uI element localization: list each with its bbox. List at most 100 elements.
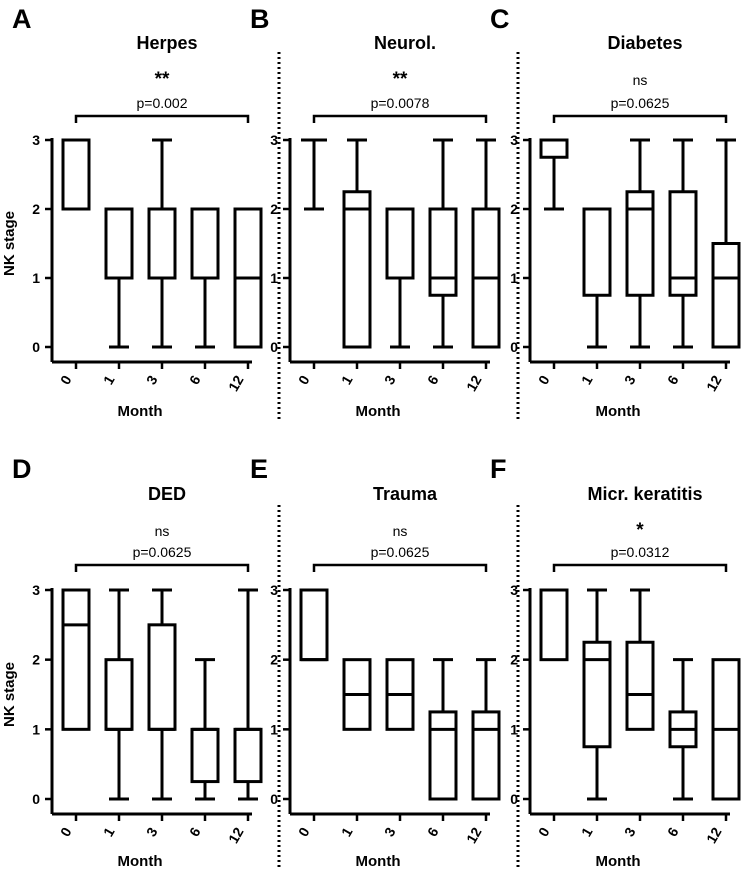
x-tick-label: 1 [338,824,356,839]
box-3 [625,138,655,349]
box-iqr [104,207,134,280]
y-tick-label: 3 [270,132,278,148]
y-tick-label: 3 [32,132,40,148]
x-tick-label: 12 [463,824,485,846]
x-axis-title: Month [118,853,163,869]
y-tick-label: 0 [32,791,40,807]
panel-letter: A [12,4,32,34]
x-tick-label: 6 [664,824,682,839]
x-tick-label: 12 [703,824,725,846]
comparison-bracket [74,114,250,123]
x-tick-label: 0 [295,372,313,387]
y-axis-title: NK stage [1,211,18,276]
x-tick-label: 6 [186,824,204,839]
box-3 [147,588,177,801]
significance-label: * [636,520,644,541]
box-0 [539,588,569,662]
box-6 [668,138,698,349]
x-axis-title: Month [356,403,401,420]
panel-title: Herpes [136,33,197,53]
box-1 [582,207,612,349]
panel-letter: D [12,454,32,484]
y-tick-label: 1 [510,270,518,286]
box-iqr [582,640,612,749]
box-3 [625,588,655,731]
box-iqr [385,207,415,280]
comparison-bracket [552,114,728,123]
box-iqr [625,640,655,731]
box-12 [471,658,501,801]
x-axis-title: Month [356,853,401,869]
significance-label: ** [393,69,408,90]
box-12 [471,138,501,349]
box-iqr [61,588,91,731]
panel-letter: F [490,454,507,484]
x-axis-title: Month [596,403,641,420]
y-tick-label: 0 [510,791,518,807]
y-tick-label: 2 [270,652,278,668]
x-tick-label: 3 [621,824,639,839]
p-value-label: p=0.0625 [611,95,670,111]
x-tick-label: 0 [535,372,553,387]
box-iqr [147,207,177,280]
x-tick-label: 3 [381,824,399,839]
p-value-label: p=0.0625 [133,544,192,560]
p-value-label: p=0.002 [137,95,188,111]
x-tick-label: 3 [143,372,161,387]
x-tick-label: 0 [535,824,553,839]
x-tick-label: 12 [225,824,247,846]
y-tick-label: 0 [32,339,40,355]
box-iqr [471,710,501,801]
x-tick-label: 1 [100,824,118,839]
box-iqr [625,190,655,297]
significance-label: ns [633,72,648,88]
panel-letter: E [250,454,268,484]
box-6 [190,207,220,349]
p-value-label: p=0.0312 [611,544,670,560]
x-tick-label: 0 [57,372,75,387]
y-tick-label: 0 [510,339,518,355]
significance-label: ** [155,69,170,90]
box-1 [582,588,612,801]
box-0 [61,588,91,731]
box-12 [711,138,741,349]
x-tick-label: 3 [381,372,399,387]
p-value-label: p=0.0625 [371,544,430,560]
box-iqr [428,710,458,801]
comparison-bracket [552,563,728,572]
x-tick-label: 12 [463,372,485,394]
box-0 [61,138,91,211]
y-axis-title: NK stage [1,662,18,727]
box-iqr [539,588,569,662]
box-6 [428,658,458,801]
panel-title: Neurol. [374,33,436,53]
box-1 [342,138,372,349]
y-tick-label: 2 [32,201,40,217]
y-tick-label: 1 [510,721,518,737]
box-0 [539,138,569,211]
panel-title: DED [148,484,186,504]
y-tick-label: 3 [510,132,518,148]
panel-title: Diabetes [607,33,682,53]
x-tick-label: 12 [703,372,725,394]
box-iqr [104,658,134,731]
box-12 [233,588,263,801]
panel-title: Trauma [373,484,438,504]
box-iqr [147,623,177,731]
box-iqr [342,190,372,349]
x-tick-label: 6 [424,372,442,387]
panel-title: Micr. keratitis [587,484,702,504]
box-1 [104,207,134,349]
x-tick-label: 1 [578,824,596,839]
x-tick-label: 0 [57,824,75,839]
y-tick-label: 3 [510,582,518,598]
box-3 [147,138,177,349]
box-3 [385,207,415,349]
x-tick-label: 3 [143,824,161,839]
